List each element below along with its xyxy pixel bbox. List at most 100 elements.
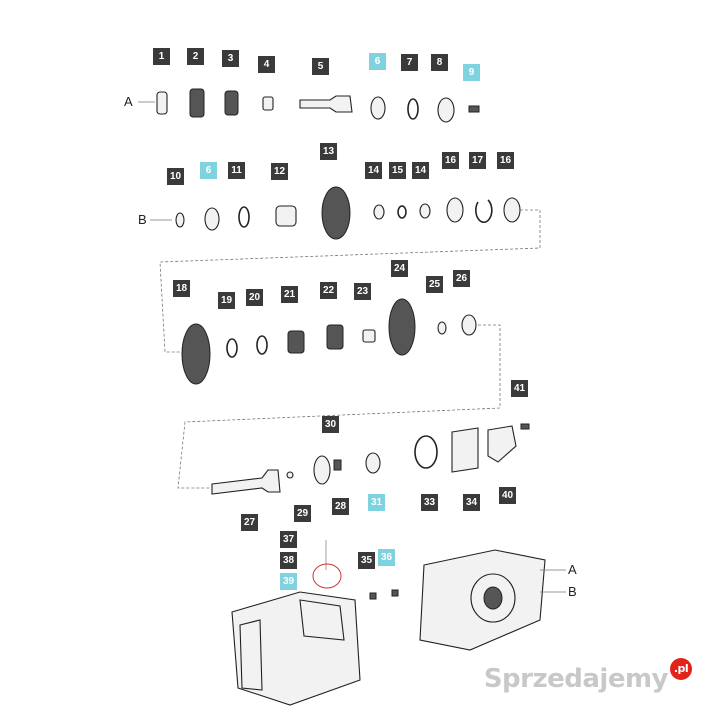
callout-6-row2[interactable]: 6 (200, 162, 217, 179)
part-20-ring (256, 335, 268, 355)
part-41-bolt (520, 423, 530, 430)
callout-13[interactable]: 13 (320, 143, 337, 160)
callout-22[interactable]: 22 (320, 282, 337, 299)
part-25-washer (437, 321, 447, 335)
callout-34[interactable]: 34 (463, 494, 480, 511)
row-b-parts (150, 186, 541, 353)
row-d-parts (211, 423, 530, 495)
front-housing (419, 549, 566, 651)
part-33-o-ring (414, 435, 438, 469)
part-5-shaft (299, 95, 353, 113)
part-2-gear (189, 88, 205, 118)
row-b-letter: B (138, 212, 147, 227)
part-30-bolt (333, 459, 342, 471)
rear-housing-flange (239, 619, 263, 691)
part-17-circlip (475, 199, 493, 224)
callout-38[interactable]: 38 (280, 552, 297, 569)
callout-29[interactable]: 29 (294, 505, 311, 522)
part-3-gear (224, 90, 239, 116)
callout-17[interactable]: 17 (469, 152, 486, 169)
rear-housing (231, 591, 361, 706)
callout-27[interactable]: 27 (241, 514, 258, 531)
callout-25[interactable]: 25 (426, 276, 443, 293)
part-27-output-shaft (211, 469, 281, 495)
callout-10[interactable]: 10 (167, 168, 184, 185)
callout-19[interactable]: 19 (218, 292, 235, 309)
part-8-nut (437, 97, 455, 123)
row-a-parts (138, 88, 480, 123)
part-26-bearing (461, 314, 477, 336)
part-34-cover (451, 427, 479, 473)
part-28-flange (313, 455, 331, 485)
watermark-logo: Sprzedajemy.pl (484, 658, 692, 694)
part-16-seal-b (503, 197, 521, 223)
callout-16b[interactable]: 16 (497, 152, 514, 169)
callout-4[interactable]: 4 (258, 56, 275, 73)
part-29-pin (286, 471, 294, 479)
part-7-snap-ring (407, 98, 419, 120)
callout-5[interactable]: 5 (312, 58, 329, 75)
callout-8[interactable]: 8 (431, 54, 448, 71)
callout-33[interactable]: 33 (421, 494, 438, 511)
part-15-ring (397, 205, 407, 219)
rear-housing-window (299, 599, 345, 641)
callout-9[interactable]: 9 (463, 64, 480, 81)
front-housing-bore-inner (483, 586, 503, 610)
callout-28[interactable]: 28 (332, 498, 349, 515)
callout-1[interactable]: 1 (153, 48, 170, 65)
part-4-bushing (262, 96, 274, 111)
callout-21[interactable]: 21 (281, 286, 298, 303)
housing-b-letter: B (568, 584, 577, 599)
callout-15[interactable]: 15 (389, 162, 406, 179)
callout-14a[interactable]: 14 (365, 162, 382, 179)
callout-35[interactable]: 35 (358, 552, 375, 569)
row-c-parts (177, 298, 501, 489)
callout-39[interactable]: 39 (280, 573, 297, 590)
callout-26[interactable]: 26 (453, 270, 470, 287)
callout-40[interactable]: 40 (499, 487, 516, 504)
connector-row2-row3 (159, 209, 541, 353)
part-14-ring-b (419, 203, 431, 219)
part-16-seal-a (446, 197, 464, 223)
detail-circle-39 (312, 563, 342, 589)
callout-2[interactable]: 2 (187, 48, 204, 65)
part-23-spacer (362, 329, 376, 343)
part-10-washer (175, 212, 185, 228)
callout-3[interactable]: 3 (222, 50, 239, 67)
part-14-ring-a (373, 204, 385, 220)
part-35-plug (369, 592, 377, 600)
callout-6-row1[interactable]: 6 (369, 53, 386, 70)
part-31-seal (365, 452, 381, 474)
part-12-sleeve (275, 205, 297, 227)
callout-16a[interactable]: 16 (442, 152, 459, 169)
part-36-plug (391, 589, 399, 597)
row-e-parts (312, 540, 399, 600)
row-a-letter: A (124, 94, 133, 109)
connector-row3-row4 (177, 324, 501, 489)
part-11-ring (238, 206, 250, 228)
part-22-bearing (326, 324, 344, 350)
callout-41[interactable]: 41 (511, 380, 528, 397)
part-6-bearing (370, 96, 386, 120)
callout-23[interactable]: 23 (354, 283, 371, 300)
part-24-gear (388, 298, 416, 356)
watermark-badge: .pl (670, 658, 692, 680)
callout-31[interactable]: 31 (368, 494, 385, 511)
callout-30[interactable]: 30 (322, 416, 339, 433)
part-6b-bearing (204, 207, 220, 231)
part-40-bracket (487, 425, 517, 463)
callout-37[interactable]: 37 (280, 531, 297, 548)
callout-24[interactable]: 24 (391, 260, 408, 277)
part-19-ring (226, 338, 238, 358)
callout-20[interactable]: 20 (246, 289, 263, 306)
part-21-bearing (287, 330, 305, 354)
callout-14b[interactable]: 14 (412, 162, 429, 179)
callout-18[interactable]: 18 (173, 280, 190, 297)
callout-7[interactable]: 7 (401, 54, 418, 71)
callout-12[interactable]: 12 (271, 163, 288, 180)
part-18-gear (181, 323, 211, 385)
callout-11[interactable]: 11 (228, 162, 245, 179)
callout-36[interactable]: 36 (378, 549, 395, 566)
